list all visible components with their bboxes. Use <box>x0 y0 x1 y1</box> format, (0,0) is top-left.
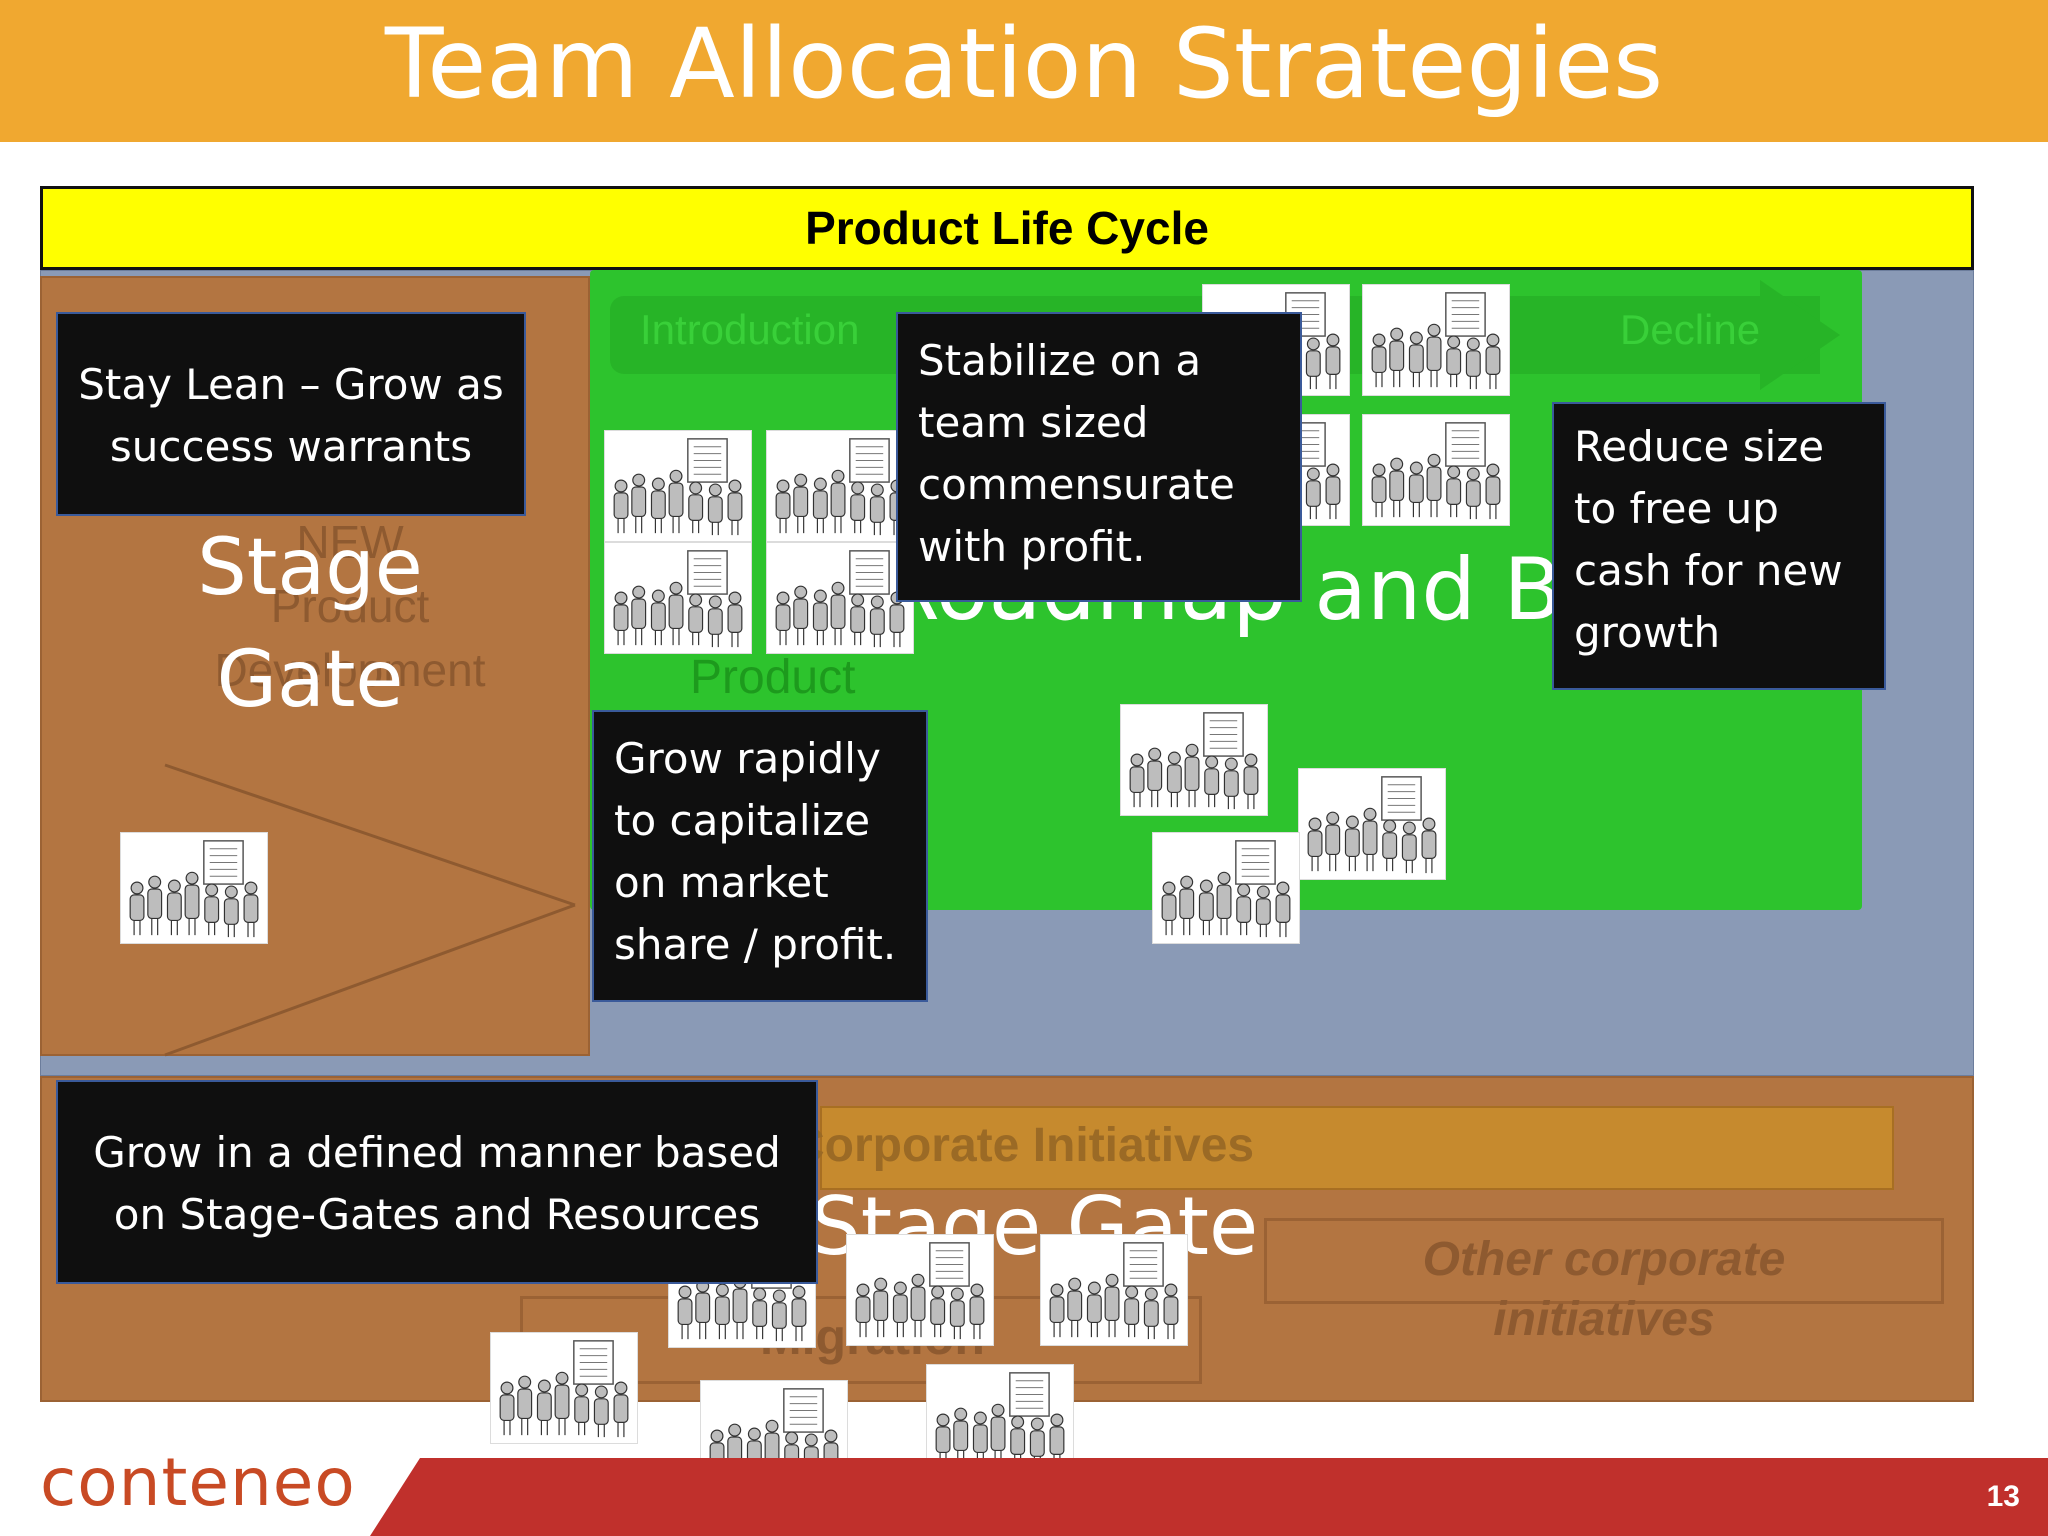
team-meeting-icon <box>604 430 752 542</box>
funnel-lines <box>164 763 576 1057</box>
team-meeting-icon <box>1362 284 1510 396</box>
team-meeting-icon <box>766 542 914 654</box>
callout-line: commensurate <box>918 460 1235 509</box>
callout-line: success warrants <box>109 422 473 471</box>
other-initiatives-line: initiatives <box>1493 1293 1715 1346</box>
callout-line: growth <box>1574 608 1721 657</box>
team-meeting-icon <box>1152 832 1300 944</box>
other-initiatives-label: Other corporate initiatives <box>1264 1230 1944 1350</box>
callout-line: Grow in a defined manner based <box>93 1128 781 1177</box>
callout-reduce-size: Reduce size to free up cash for new grow… <box>1552 402 1886 690</box>
footer-logo-area <box>0 1458 440 1536</box>
callout-line: Reduce size <box>1574 422 1825 471</box>
new-product-line: Development <box>214 644 486 696</box>
callout-line: to free up <box>1574 484 1779 533</box>
callout-line: with profit. <box>918 522 1146 571</box>
callout-line: team sized <box>918 398 1149 447</box>
other-initiatives-line: Other corporate <box>1422 1233 1786 1286</box>
callout-line: on Stage-Gates and Resources <box>113 1190 761 1239</box>
corporate-initiatives-bar <box>820 1106 1894 1190</box>
other-initiatives-box <box>1264 1218 1944 1304</box>
callout-line: Stay Lean – Grow as <box>78 360 504 409</box>
team-meeting-icon <box>120 832 268 944</box>
product-label: Product <box>690 651 856 704</box>
phase-introduction-label: Introduction <box>640 306 860 353</box>
page-number: 13 <box>1986 1480 2020 1513</box>
slide-title: Team Allocation Strategies <box>384 8 1664 120</box>
phase-decline-label: Decline <box>1620 306 1761 353</box>
callout-line: share / profit. <box>614 920 897 969</box>
product-life-cycle-banner: Product Life Cycle <box>40 186 1974 270</box>
team-meeting-icon <box>604 542 752 654</box>
phase-arrow-head <box>1760 280 1840 390</box>
callout-stabilize: Stabilize on a team sized commensurate w… <box>896 312 1302 602</box>
stage-gate-label: Stage Gate <box>197 523 423 725</box>
team-meeting-icon <box>490 1332 638 1444</box>
callout-line: Stabilize on a <box>918 336 1202 385</box>
footer-bar <box>370 1458 2048 1536</box>
new-product-development-label: NEW Product Development <box>180 510 520 702</box>
callout-line: on market <box>614 858 829 907</box>
callout-line: to capitalize <box>614 796 871 845</box>
callout-line: cash for new <box>1574 546 1843 595</box>
new-product-line: NEW <box>296 516 404 568</box>
callout-stay-lean: Stay Lean – Grow as success warrants <box>56 312 526 516</box>
team-meeting-icon <box>1298 768 1446 880</box>
title-bar <box>0 0 2048 142</box>
callout-line: Grow rapidly <box>614 734 881 783</box>
team-meeting-icon <box>846 1234 994 1346</box>
corporate-initiatives-label: Corporate Initiatives <box>790 1119 1255 1172</box>
team-meeting-icon <box>1120 704 1268 816</box>
callout-grow-defined: Grow in a defined manner based on Stage-… <box>56 1080 818 1284</box>
callout-grow-rapidly: Grow rapidly to capitalize on market sha… <box>592 710 928 1002</box>
team-meeting-icon <box>1362 414 1510 526</box>
product-life-cycle-label: Product Life Cycle <box>805 202 1209 254</box>
team-meeting-icon <box>766 430 914 542</box>
new-product-line: Product <box>270 580 430 632</box>
team-meeting-icon <box>1040 1234 1188 1346</box>
conteneo-logo: conteneo <box>40 1444 356 1521</box>
